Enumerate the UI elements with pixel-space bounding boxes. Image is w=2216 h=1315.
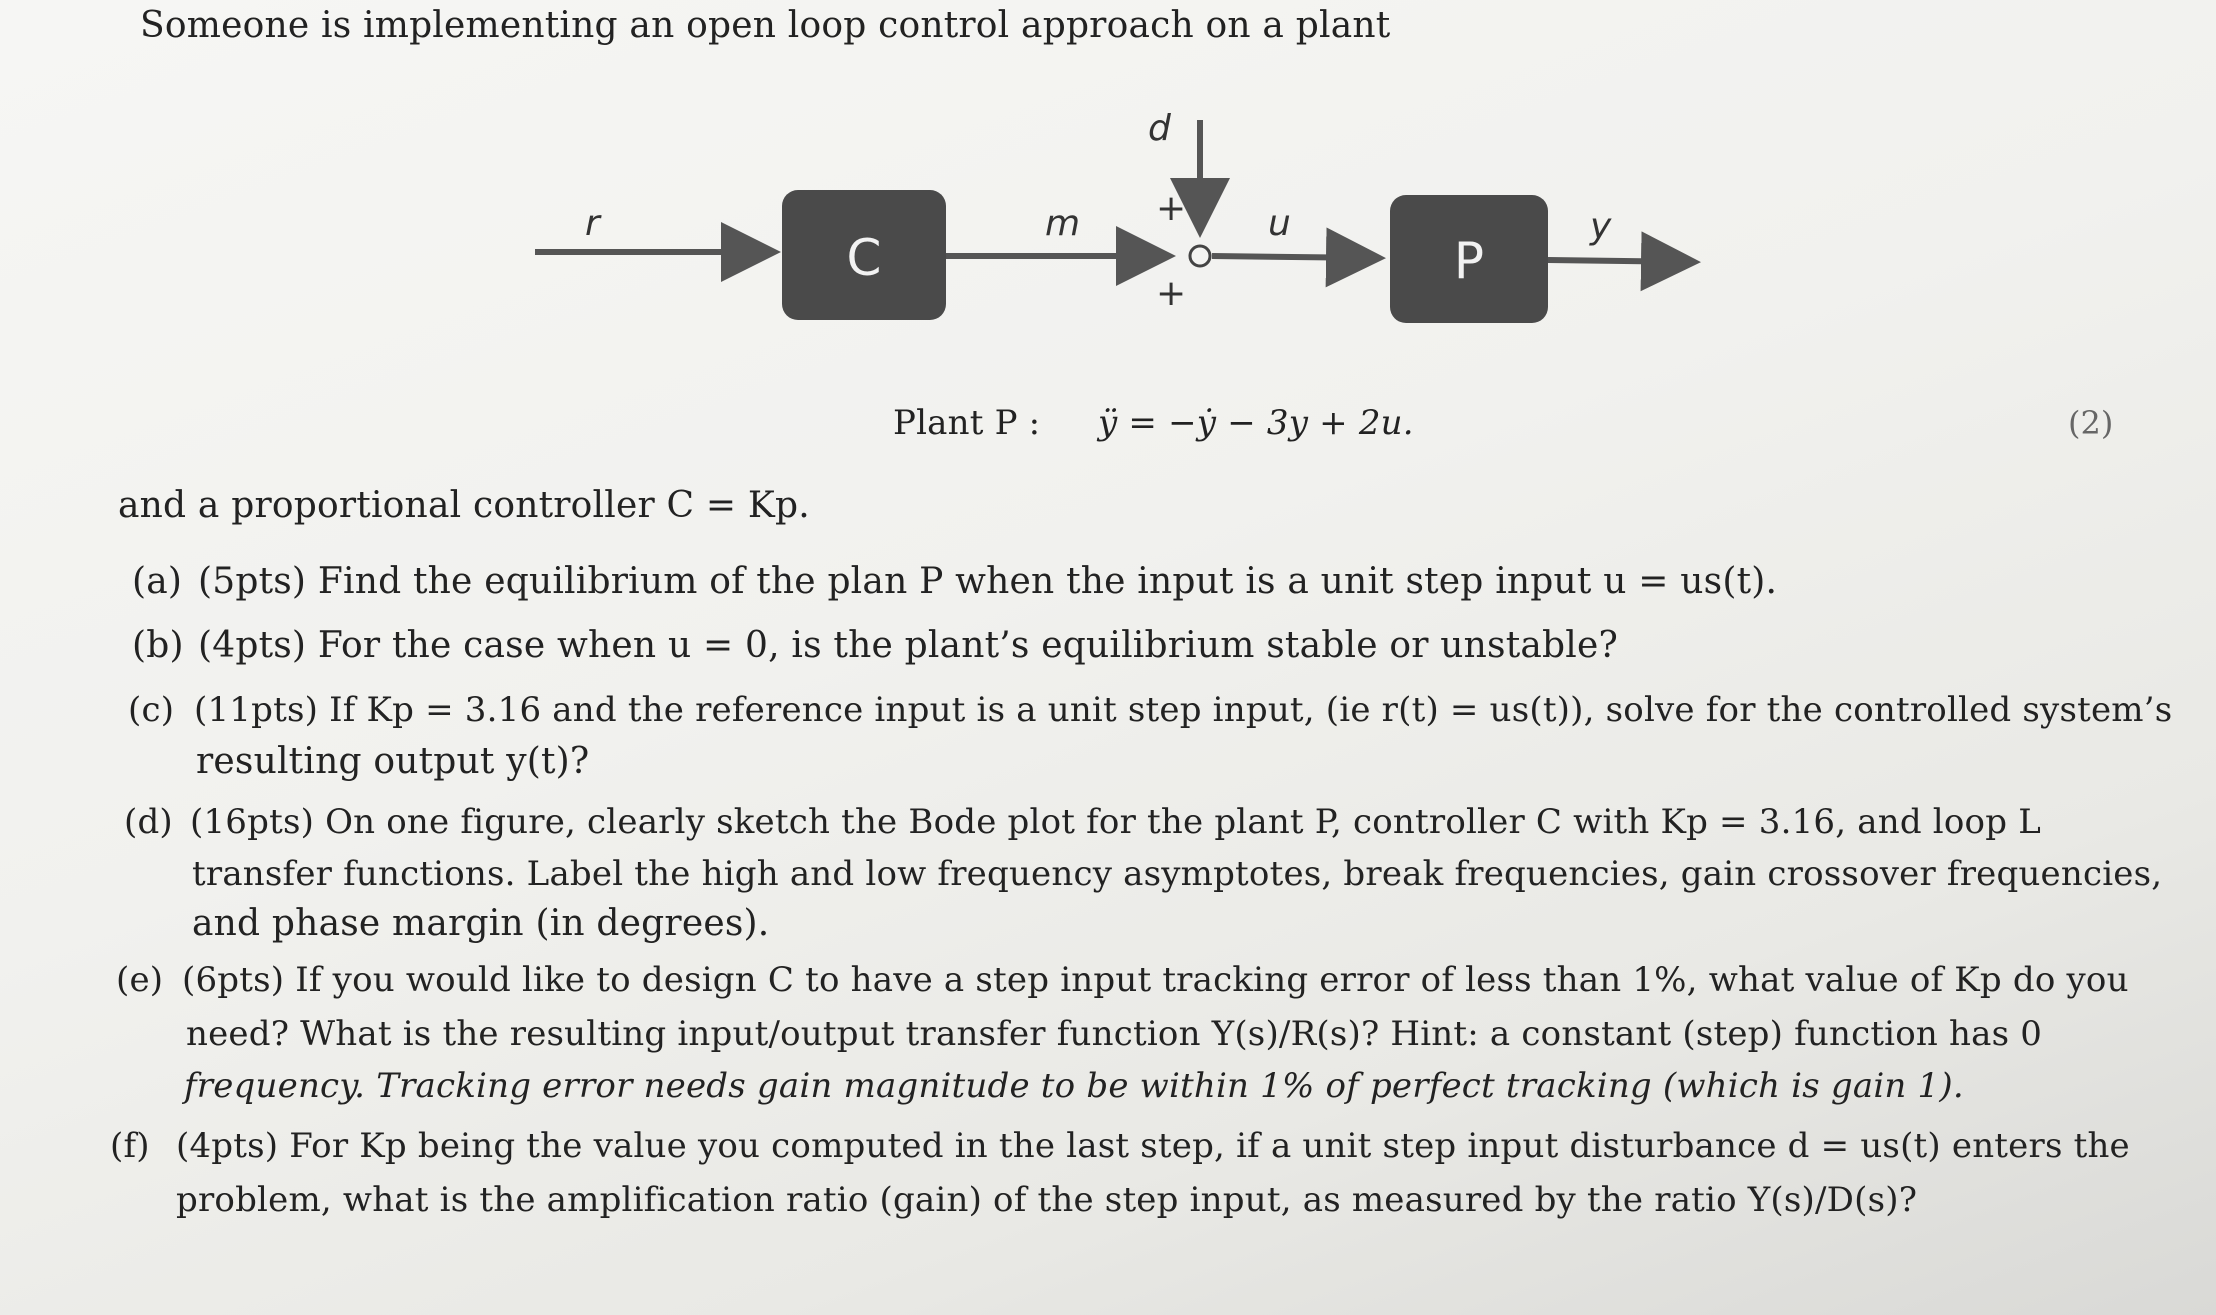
question-a: (a) (5pts) Find the equilibrium of the pl… [132, 560, 1777, 604]
question-tag: (a) [132, 561, 183, 602]
plus-sign-top: + [1156, 188, 1186, 229]
question-text: (6pts) If you would like to design C to … [182, 960, 2129, 1000]
signal-label-u: u [1268, 203, 1291, 244]
controller-line: and a proportional controller C = Kp. [118, 485, 810, 526]
question-b: (b) (4pts) For the case when u = 0, is th… [132, 624, 1618, 668]
signal-label-y: y [1589, 206, 1612, 247]
question-e-line-2: need? What is the resulting input/output… [186, 1014, 2043, 1054]
question-e-line-3: frequency. Tracking error needs gain mag… [184, 1066, 1964, 1106]
question-tag: (c) [128, 690, 175, 730]
question-c-line-2: resulting output y(t)? [196, 741, 590, 782]
question-text: (4pts) For Kp being the value you comput… [176, 1126, 2130, 1166]
question-tag: (b) [132, 625, 184, 666]
plant-block [1390, 195, 1548, 323]
block-diagram: r C m d + + u P y [535, 108, 1701, 323]
question-text: (4pts) For the case when u = 0, is the p… [198, 625, 1619, 666]
intro-text: Someone is implementing an open loop con… [140, 5, 1391, 46]
question-tag: (e) [116, 960, 164, 1000]
question-d-line-2: transfer functions. Label the high and l… [192, 854, 2163, 894]
question-e: (e) (6pts) If you would like to design C … [116, 958, 2129, 1002]
question-text: (5pts) Find the equilibrium of the plan … [198, 561, 1778, 602]
plant-block-label: P [1454, 232, 1484, 290]
plant-label: Plant P : [893, 403, 1041, 443]
plus-sign-bottom: + [1156, 273, 1186, 314]
question-tag: (f) [110, 1126, 150, 1166]
plant-equation: ÿ = −ẏ − 3y + 2u. [1098, 403, 1414, 443]
question-text: (16pts) On one figure, clearly sketch th… [190, 802, 2041, 842]
signal-label-m: m [1045, 203, 1080, 244]
signal-label-r: r [585, 203, 602, 244]
controller-block [782, 190, 946, 320]
signal-line-u [1211, 227, 1386, 288]
signal-label-d: d [1148, 108, 1172, 149]
equation-number: (2) [2068, 404, 2114, 442]
question-tag: (d) [124, 802, 173, 842]
question-text: (11pts) If Kp = 3.16 and the reference i… [194, 690, 2173, 730]
question-c: (c) (11pts) If Kp = 3.16 and the referenc… [128, 688, 2172, 732]
signal-line-y [1547, 231, 1701, 292]
question-f: (f) (4pts) For Kp being the value you com… [110, 1124, 2130, 1168]
question-d: (d) (16pts) On one figure, clearly sketch… [124, 800, 2041, 844]
question-d-line-3: and phase margin (in degrees). [192, 903, 770, 944]
controller-block-label: C [847, 229, 882, 287]
question-f-line-2: problem, what is the amplification ratio… [176, 1180, 1918, 1220]
summing-junction [1188, 244, 1212, 268]
